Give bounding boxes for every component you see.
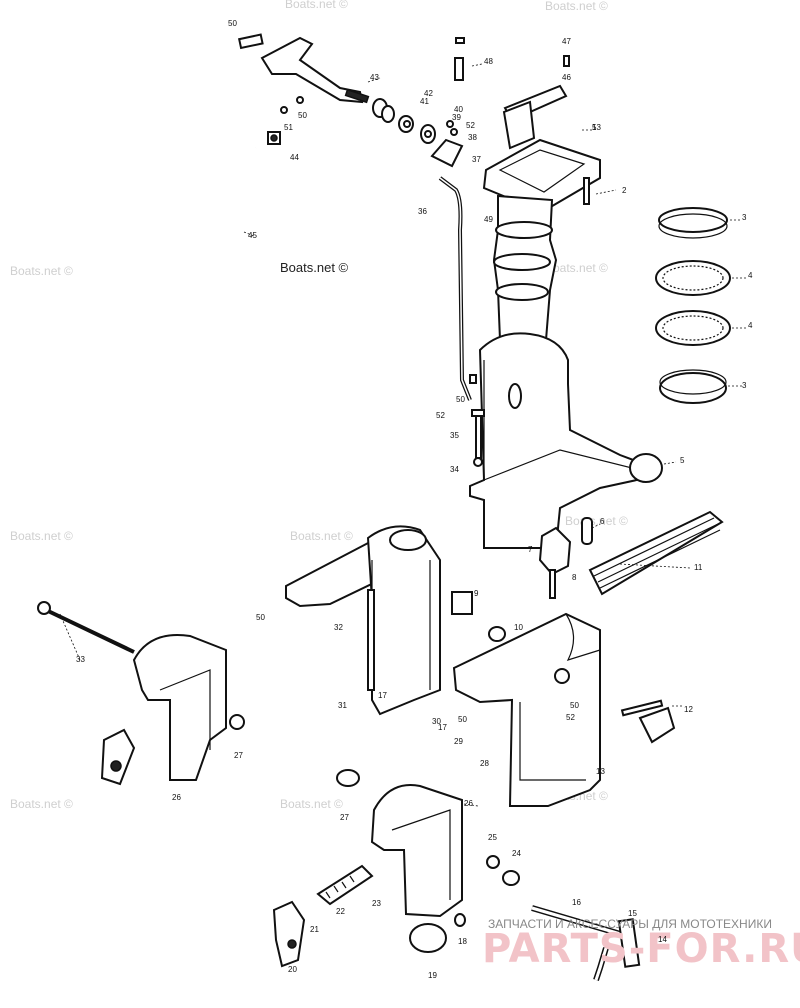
callout-number: 26	[172, 793, 181, 802]
callout-number: 15	[628, 909, 637, 918]
callout-number: 49	[484, 215, 493, 224]
callout-number: 48	[484, 57, 493, 66]
callout-number: 19	[428, 971, 437, 980]
callout-number: 4	[748, 271, 753, 280]
callout-number: 52	[566, 713, 575, 722]
callout-number: 28	[480, 759, 489, 768]
brand-logo: PARTS-FOR.RU	[482, 926, 800, 972]
callout-number: 35	[450, 431, 459, 440]
callout-number: 50	[456, 395, 465, 404]
callout-number: 51	[284, 123, 293, 132]
callout-number: 17	[378, 691, 387, 700]
callout-number: 24	[512, 849, 521, 858]
callout-number: 14	[658, 935, 667, 944]
callout-number: 42	[424, 89, 433, 98]
watermark: Boats.net ©	[280, 797, 343, 811]
clamp-bracket-left	[100, 634, 245, 786]
callout-number: 27	[340, 813, 349, 822]
callout-number: 38	[468, 133, 477, 142]
callout-number: 41	[420, 97, 429, 106]
watermark: Boats.net ©	[10, 529, 73, 543]
clamp-screw-22	[316, 864, 374, 906]
watermark: Boats.net ©	[285, 0, 348, 11]
callout-number: 18	[458, 937, 467, 946]
callout-number: 50	[228, 19, 237, 28]
swivel-housing	[452, 612, 601, 807]
callout-number: 17	[438, 723, 447, 732]
callout-number: 50	[298, 111, 307, 120]
callout-number: 39	[452, 113, 461, 122]
watermark: Boats.net ©	[10, 797, 73, 811]
callout-number: 2	[622, 186, 627, 195]
callout-number: 10	[514, 623, 523, 632]
callout-number: 43	[370, 73, 379, 82]
callout-number: 47	[562, 37, 571, 46]
callout-number: 36	[418, 207, 427, 216]
watermark: Boats.net ©	[545, 0, 608, 13]
callout-number: 13	[596, 767, 605, 776]
callout-number: 31	[338, 701, 347, 710]
callout-number: 25	[488, 833, 497, 842]
callout-number: 1	[592, 123, 597, 132]
callout-number: 4	[748, 321, 753, 330]
callout-number: 3	[742, 381, 747, 390]
callout-number: 22	[336, 907, 345, 916]
callout-number: 12	[684, 705, 693, 714]
callout-number: 53	[592, 123, 601, 132]
callout-number: 23	[372, 899, 381, 908]
callout-number: 34	[450, 465, 459, 474]
swivel-bracket	[285, 525, 441, 716]
watermark: Boats.net ©	[290, 529, 353, 543]
callout-number: 9	[474, 589, 479, 598]
callout-number: 29	[454, 737, 463, 746]
driveshaft-housing	[469, 138, 663, 549]
callout-number: 45	[248, 231, 257, 240]
callout-number: 11	[694, 563, 703, 572]
callout-number: 50	[256, 613, 265, 622]
callout-number: 52	[466, 121, 475, 130]
callout-number: 27	[234, 751, 243, 760]
callout-number: 40	[454, 105, 463, 114]
rubber-strip	[588, 510, 724, 596]
callout-number: 37	[472, 155, 481, 164]
clamp-pad-19	[409, 923, 447, 953]
callout-number: 46	[562, 73, 571, 82]
shift-rod	[438, 176, 472, 401]
callout-number: 33	[76, 655, 85, 664]
callout-number: 16	[572, 898, 581, 907]
callout-number: 26	[464, 799, 473, 808]
callout-number: 7	[528, 545, 533, 554]
clamp-bracket-bottom	[336, 769, 520, 918]
callout-number: 50	[570, 701, 579, 710]
watermark: Boats.net ©	[545, 261, 608, 275]
callout-number: 21	[310, 925, 319, 934]
callout-number: 8	[572, 573, 577, 582]
brand-tagline: ЗАПЧАСТИ И АКСЕССУАРЫ ДЛЯ МОТОТЕХНИКИ	[488, 917, 772, 931]
bearing-rings	[655, 207, 731, 404]
callout-number: 32	[334, 623, 343, 632]
clamp-handle-20	[272, 900, 306, 968]
callout-number: 52	[436, 411, 445, 420]
mount-block	[538, 526, 572, 576]
watermark: Boats.net ©	[280, 260, 349, 275]
clamp-bolt-33	[45, 608, 135, 654]
callout-number: 44	[290, 153, 299, 162]
callout-number: 3	[742, 213, 747, 222]
callout-number: 50	[458, 715, 467, 724]
callout-number: 6	[600, 517, 605, 526]
callout-number: 5	[680, 456, 685, 465]
watermark: Boats.net ©	[565, 514, 628, 528]
leader-lines	[59, 63, 746, 807]
watermark: Boats.net ©	[10, 264, 73, 278]
part-callouts: 1234435678910111213141516171718192021222…	[76, 19, 753, 980]
callout-number: 30	[432, 717, 441, 726]
tiller-handle	[237, 33, 464, 168]
callout-number: 20	[288, 965, 297, 974]
